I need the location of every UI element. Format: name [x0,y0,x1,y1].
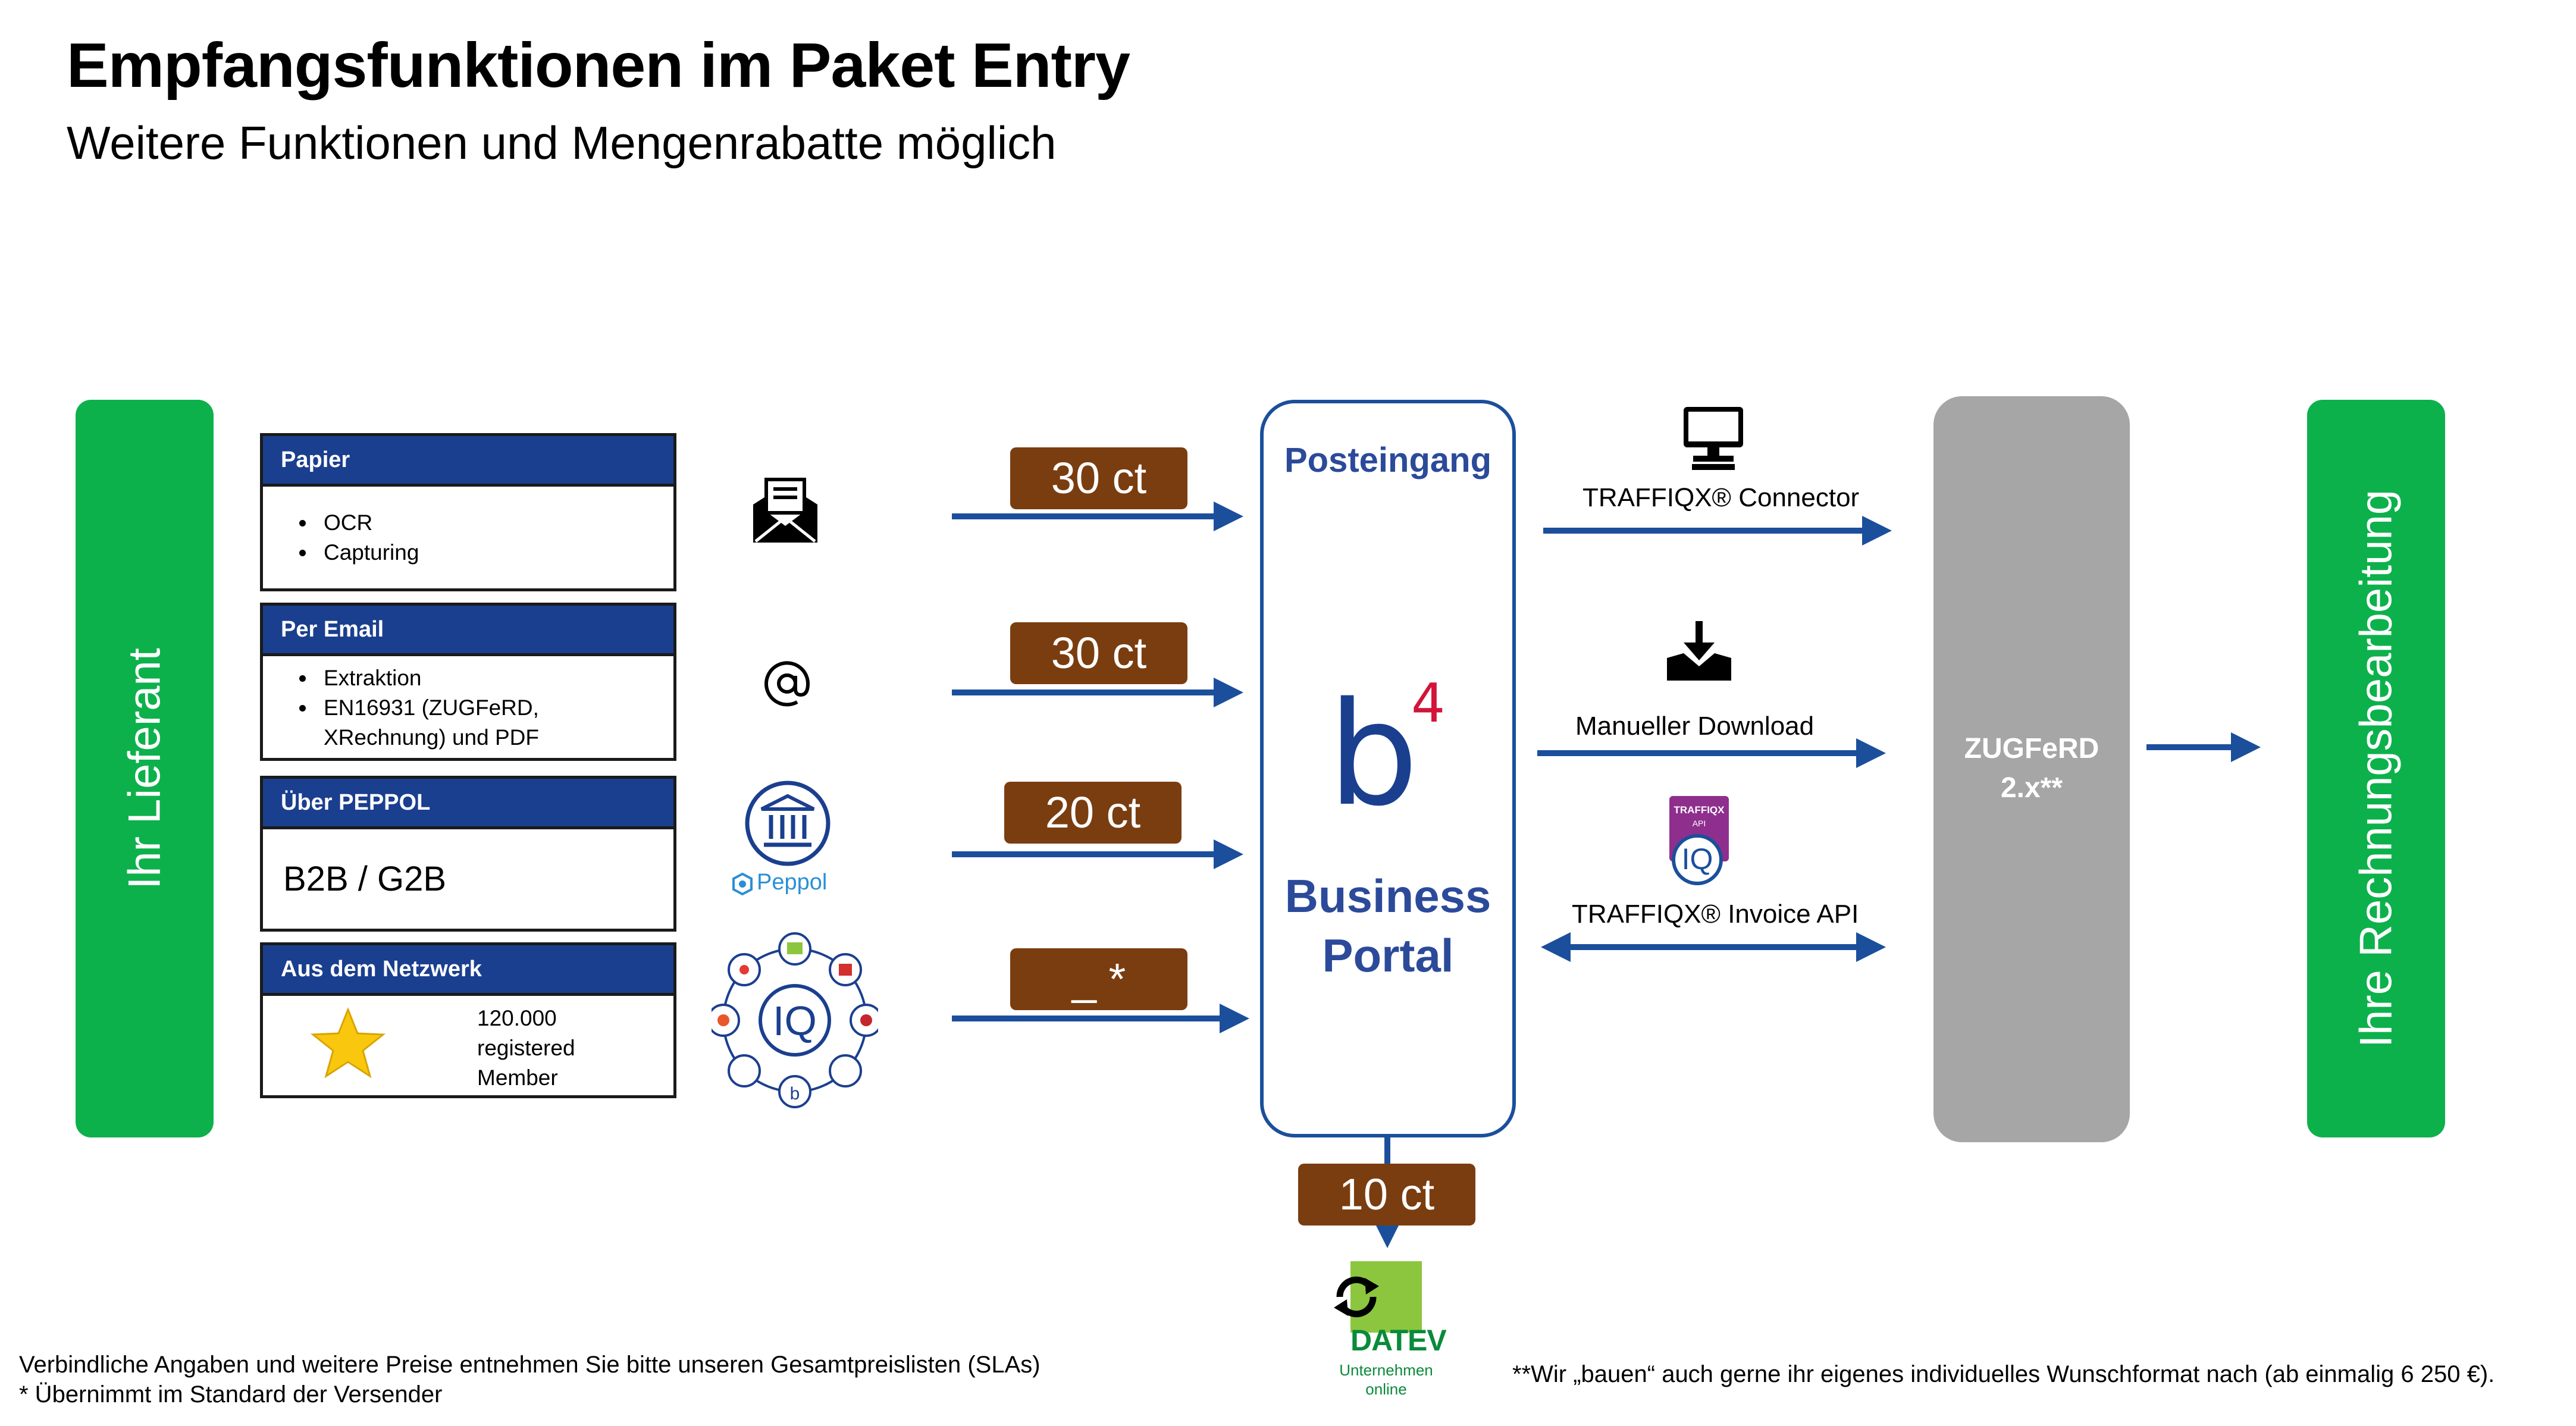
channel-box-email: Per Email Extraktion EN16931 (ZUGFeRD, X… [260,603,676,761]
page-subtitle: Weitere Funktionen und Mengenrabatte mög… [67,117,1057,169]
channel-box-network: Aus dem Netzwerk 120.000 registered Memb… [260,942,676,1098]
output-label-api: TRAFFIQX® Invoice API [1572,900,1859,929]
star-icon [310,1007,386,1079]
invoice-processing-bar: Ihre Rechnungsbearbeitung [2307,400,2445,1137]
channel-title: Über PEPPOL [263,779,673,829]
business-portal: Posteingang b 4 Business Portal [1260,400,1516,1137]
peppol-label: Peppol [757,870,828,895]
price-tag-datev: 10 ct [1298,1164,1475,1226]
at-sign-icon [764,661,810,707]
channel-title: Aus dem Netzwerk [263,945,673,996]
channel-text: B2B / G2B [283,860,447,898]
peppol-logo-icon [732,872,753,896]
list-item: OCR [316,508,673,538]
envelope-icon [753,478,817,543]
format-text: ZUGFeRD 2.x** [1933,729,2130,808]
output-label-download: Manueller Download [1575,712,1815,741]
download-tray-icon [1667,621,1731,681]
peppol-icon: Peppol [728,779,847,898]
price-tag: 20 ct [1004,782,1182,844]
price-tag: _ * [1010,948,1187,1010]
network-center-text: IQ [773,998,817,1044]
price-tag: 30 ct [1010,447,1187,509]
traffiqx-api-badge-icon: TRAFFIQX API IQ [1666,791,1732,898]
format-line1: ZUGFeRD [1964,733,2099,764]
badge-text: TRAFFIQX [1674,804,1725,816]
footer-note-format: **Wir „bauen“ auch gerne ihr eigenes ind… [1512,1361,2495,1387]
bank-icon [745,781,831,866]
portal-name-line2: Portal [1322,929,1454,982]
portal-name-line1: Business [1284,870,1491,922]
datev-logo: DATEV Unternehmen online [1327,1261,1458,1404]
badge-sub: API [1692,819,1706,828]
channel-box-paper: Papier OCR Capturing [260,433,676,591]
datev-name: DATEV [1350,1324,1447,1357]
datev-line2: online [1365,1380,1407,1398]
list-item: EN16931 (ZUGFeRD, XRechnung) und PDF [316,693,656,753]
logo-superscript: 4 [1411,672,1446,735]
price-tag: 30 ct [1010,622,1187,684]
zugferd-format-box: ZUGFeRD 2.x** [1933,396,2130,1142]
channel-title: Per Email [263,606,673,656]
sync-icon [1334,1276,1379,1318]
output-label-connector: TRAFFIQX® Connector [1582,483,1860,512]
badge-iq: IQ [1681,842,1713,876]
footer-note-sla: Verbindliche Angaben und weitere Preise … [19,1352,1041,1378]
network-node-text: b [790,1084,800,1104]
channel-text: 120.000 registered Member [477,1006,575,1090]
list-item: Extraktion [316,663,656,693]
portal-title: Posteingang [1284,441,1492,479]
channel-title: Papier [263,436,673,487]
badge-circle [1672,834,1723,885]
list-item: Capturing [316,538,673,568]
b4-logo: b 4 [1328,671,1459,838]
network-iq-icon: IQ b [712,932,878,1108]
channel-box-peppol: Über PEPPOL B2B / G2B [260,776,676,932]
logo-letter: b [1328,671,1419,838]
datev-green-square [1350,1261,1422,1333]
format-line2: 2.x** [2000,772,2063,804]
computer-icon [1684,407,1743,470]
supplier-bar: Ihr Lieferant [76,400,214,1137]
page-title: Empfangsfunktionen im Paket Entry [67,30,1130,101]
footer-note-sender: * Übernimmt im Standard der Versender [19,1381,443,1408]
datev-line1: Unternehmen [1339,1361,1433,1379]
portal-name: Business Portal [1264,866,1512,985]
